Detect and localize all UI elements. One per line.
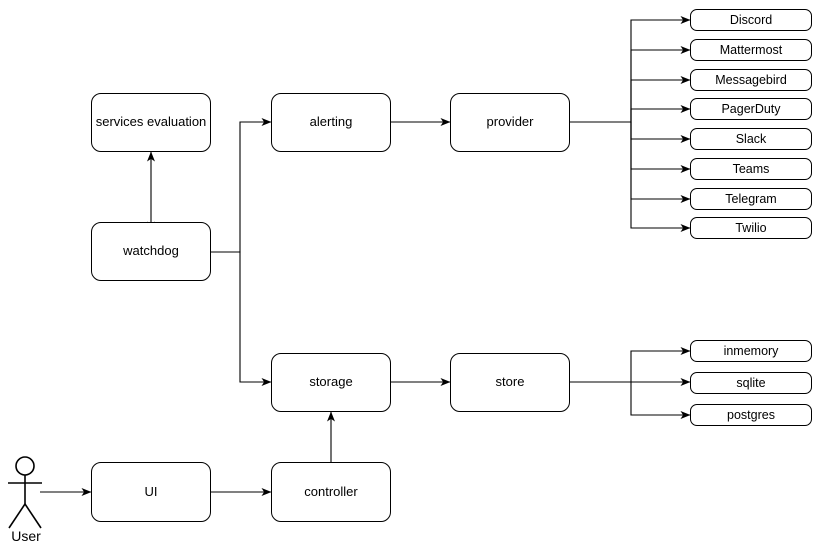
node-label: storage — [309, 374, 353, 390]
edge-provider-teams — [630, 122, 691, 173]
edge-store-postgres — [630, 382, 691, 419]
node-controller[interactable]: controller — [271, 462, 391, 522]
node-label: controller — [304, 483, 358, 499]
node-slack[interactable]: Slack — [690, 128, 812, 150]
edge-provider-slack — [630, 122, 691, 143]
node-label: sqlite — [736, 375, 766, 390]
edge-provider-twilio — [630, 122, 691, 232]
node-ui[interactable]: UI — [91, 462, 211, 522]
node-label: Twilio — [735, 220, 767, 235]
user-leg-right-icon — [24, 503, 42, 529]
edge-watchdog-alerting — [211, 118, 272, 253]
node-label: provider — [486, 114, 534, 130]
node-discord[interactable]: Discord — [690, 9, 812, 31]
node-label: Messagebird — [715, 72, 787, 87]
node-teams[interactable]: Teams — [690, 158, 812, 180]
user-leg-left-icon — [8, 503, 26, 529]
edge-provider-telegram — [630, 122, 691, 203]
node-label: alerting — [309, 114, 353, 130]
user-head-icon — [15, 456, 35, 476]
node-watchdog[interactable]: watchdog — [91, 222, 211, 281]
user-actor-label: User — [11, 528, 41, 544]
node-messagebird[interactable]: Messagebird — [690, 69, 812, 91]
node-label: watchdog — [123, 243, 179, 259]
node-label: inmemory — [723, 343, 779, 358]
node-twilio[interactable]: Twilio — [690, 217, 812, 239]
edge-store-inmemory — [570, 347, 691, 383]
edge-watchdog-storage — [211, 251, 272, 386]
node-label: UI — [144, 483, 158, 499]
edge-provider-messagebird — [630, 76, 691, 122]
node-label: Telegram — [725, 191, 777, 206]
node-storage[interactable]: storage — [271, 353, 391, 412]
node-postgres[interactable]: postgres — [690, 404, 812, 426]
node-label: Discord — [729, 12, 773, 27]
node-label: PagerDuty — [721, 101, 781, 116]
node-label: Mattermost — [719, 42, 783, 57]
node-mattermost[interactable]: Mattermost — [690, 39, 812, 61]
node-alerting[interactable]: alerting — [271, 93, 391, 152]
node-label: Teams — [732, 161, 770, 176]
node-pagerduty[interactable]: PagerDuty — [690, 98, 812, 120]
node-provider[interactable]: provider — [450, 93, 570, 152]
user-actor[interactable] — [2, 452, 54, 532]
edge-provider-discord — [570, 16, 691, 123]
node-services-evaluation[interactable]: services evaluation — [91, 93, 211, 152]
node-label: store — [495, 374, 525, 390]
node-label: Slack — [735, 131, 767, 146]
node-store[interactable]: store — [450, 353, 570, 412]
edge-provider-mattermost — [630, 46, 691, 122]
node-label: services evaluation — [95, 114, 207, 130]
edge-provider-pagerduty — [630, 105, 691, 122]
node-telegram[interactable]: Telegram — [690, 188, 812, 210]
node-sqlite[interactable]: sqlite — [690, 372, 812, 394]
node-inmemory[interactable]: inmemory — [690, 340, 812, 362]
node-label: postgres — [727, 407, 775, 422]
